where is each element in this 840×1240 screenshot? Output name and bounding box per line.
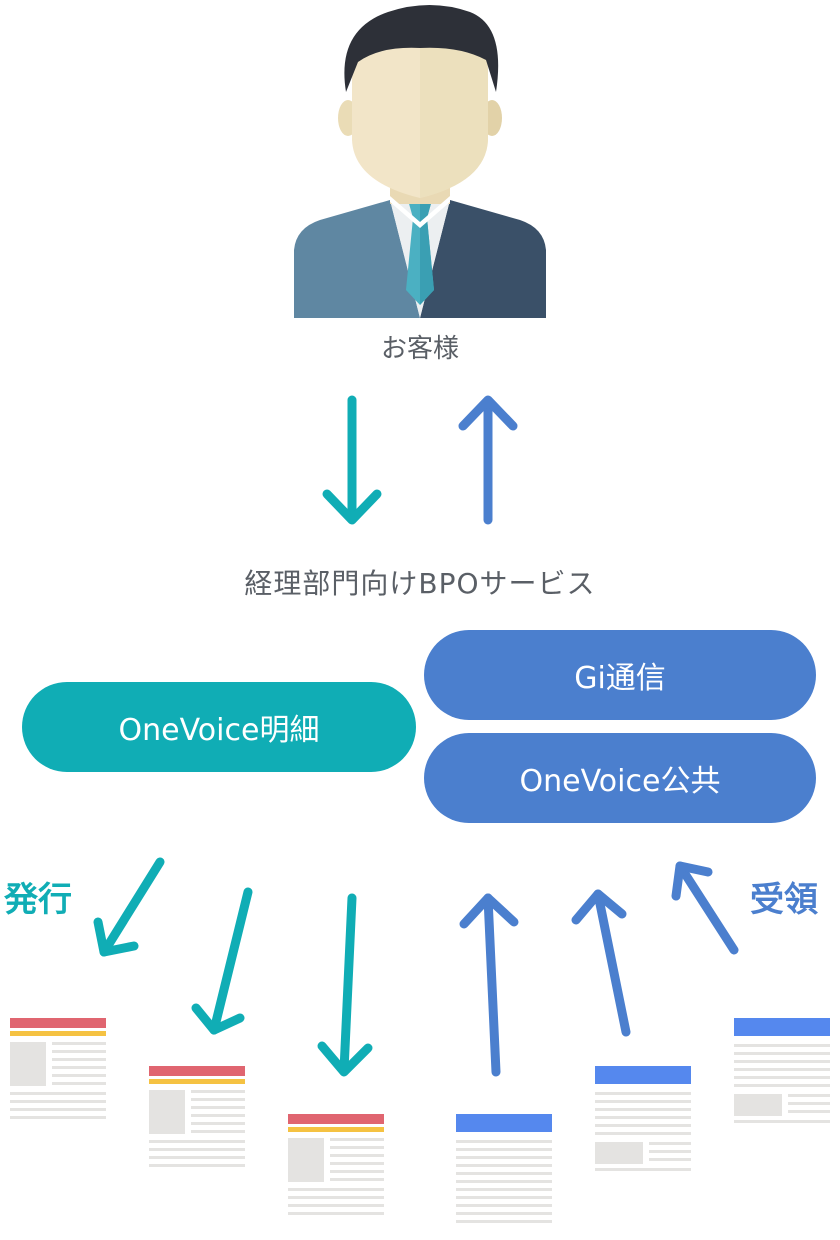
document-icon (456, 1114, 552, 1223)
issue-arrow-icon (191, 887, 253, 1035)
up-arrow-icon (458, 395, 518, 525)
onevoice-kokyo-pill: OneVoice公共 (424, 733, 816, 823)
issue-arrow-icon (93, 857, 165, 957)
document-icon (734, 1018, 830, 1123)
receive-arrow-icon (571, 889, 631, 1037)
receive-label: 受領 (750, 880, 818, 920)
document-icon (149, 1066, 245, 1167)
receive-arrow-icon (459, 893, 519, 1077)
issue-arrow-icon (317, 893, 373, 1077)
customer-label: お客様 (380, 334, 459, 364)
document-icon (288, 1114, 384, 1215)
document-icon (595, 1066, 691, 1171)
onevoice-meisai-pill: OneVoice明細 (22, 682, 416, 772)
service-label: 経理部門向けBPOサービス (244, 567, 596, 600)
document-icon (10, 1018, 106, 1119)
customer-avatar (294, 5, 546, 318)
issue-label: 発行 (4, 880, 72, 920)
receive-arrow-icon (671, 861, 739, 955)
down-arrow-icon (322, 395, 382, 525)
gi-tsushin-pill: Gi通信 (424, 630, 816, 720)
